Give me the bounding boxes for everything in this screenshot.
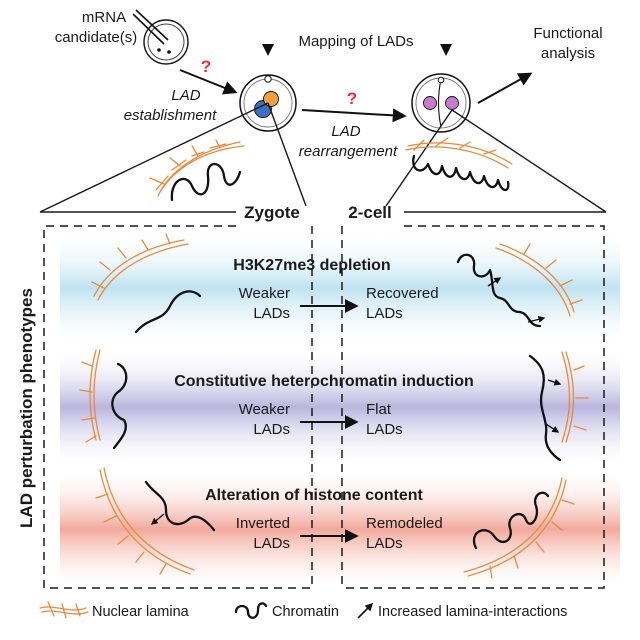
left-interaction-arrow [150, 513, 165, 525]
band-2-right-1: Flat [366, 401, 392, 418]
dashed-frame-left [43, 225, 312, 589]
chromatin-legend-icon [234, 602, 268, 619]
left-chromatin-band1 [134, 290, 202, 334]
band-2-left-1: Weaker [239, 401, 290, 418]
right-interaction-arrow-1 [487, 277, 502, 287]
band-1-left-1: Weaker [239, 285, 290, 302]
band-h3k27me3 [60, 236, 620, 340]
mrna-oocyte [132, 9, 189, 65]
mapping-marker-right [440, 44, 452, 56]
arrow-to-twocell [301, 108, 407, 123]
right-interaction-arrow-4 [545, 423, 560, 433]
band-3-left-2: LADs [253, 535, 290, 552]
chromatin-legend-label: Chromatin [272, 604, 339, 620]
right-chromatin-band1 [456, 253, 542, 328]
band-2-right-2: LADs [366, 421, 403, 438]
band-3-right-1: Remodeled [366, 515, 443, 532]
rearrangement-label-1: LAD [331, 123, 360, 140]
right-interaction-arrow-3 [547, 378, 562, 386]
establishment-label-1: LAD [171, 87, 200, 104]
dashed-frame-right [342, 225, 605, 589]
arrow-to-zygote [179, 69, 238, 95]
zygote-stage-label: Zygote [244, 203, 300, 222]
band-3-title: Alteration of histone content [205, 487, 423, 504]
twocell-nucleus-right [445, 96, 459, 110]
left-chromatin-band3 [144, 480, 216, 532]
band-heterochromatin [60, 352, 620, 462]
twocell-nucleus-left [423, 96, 437, 110]
band-3-right-2: LADs [366, 535, 403, 552]
band-1-title: H3K27me3 depletion [233, 257, 390, 274]
rearrangement-label-2: rearrangement [299, 143, 398, 160]
mapping-label: Mapping of LADs [298, 33, 413, 50]
arrow-to-functional [477, 72, 533, 104]
interaction-legend-label: Increased lamina-interactions [378, 604, 567, 620]
right-lamina-arc [463, 243, 589, 579]
lamina-legend-label: Nuclear lamina [92, 604, 190, 620]
establishment-label-2: establishment [124, 107, 217, 124]
top-twocell-lamina [405, 137, 513, 169]
top-twocell-chromatin [412, 154, 510, 192]
right-chromatin-band3 [472, 491, 550, 550]
band-1-right-1: Recovered [366, 285, 439, 302]
left-chromatin-band2 [111, 362, 128, 450]
question-mark-1: ? [201, 57, 211, 76]
zoom-line-twocell-right [451, 109, 607, 213]
functional-label-1: Functional [533, 25, 602, 42]
left-lamina-arc [79, 233, 195, 575]
legend: Nuclear lamina Chromatin Increased lamin… [39, 601, 567, 620]
twocell-stage-label: 2-cell [348, 203, 391, 222]
mrna-label-2: candidate(s) [55, 29, 138, 46]
band-2-title: Constitutive heterochromatin induction [174, 373, 474, 390]
question-mark-2: ? [347, 89, 357, 108]
functional-label-2: analysis [541, 45, 595, 62]
mapping-marker-left [262, 44, 274, 56]
band-3-left-1: Inverted [236, 515, 290, 532]
lamina-legend-icon [39, 601, 89, 619]
interaction-legend-icon [357, 602, 374, 619]
band-histone [60, 474, 620, 584]
twocell-embryo [411, 73, 471, 133]
mrna-label-1: mRNA [82, 9, 126, 26]
top-zygote-chromatin [170, 162, 242, 202]
zoom-line-twocell-left [385, 109, 453, 207]
side-label: LAD perturbation phenotypes [17, 288, 36, 528]
right-chromatin-band2 [528, 354, 562, 462]
band-2-left-2: LADs [253, 421, 290, 438]
top-zygote-lamina [149, 139, 245, 197]
zoom-line-zygote-left [39, 102, 269, 213]
right-interaction-arrow-2 [527, 315, 546, 323]
zoom-line-zygote-right [267, 102, 307, 207]
band-1-left-2: LADs [253, 305, 290, 322]
band-1-right-2: LADs [366, 305, 403, 322]
